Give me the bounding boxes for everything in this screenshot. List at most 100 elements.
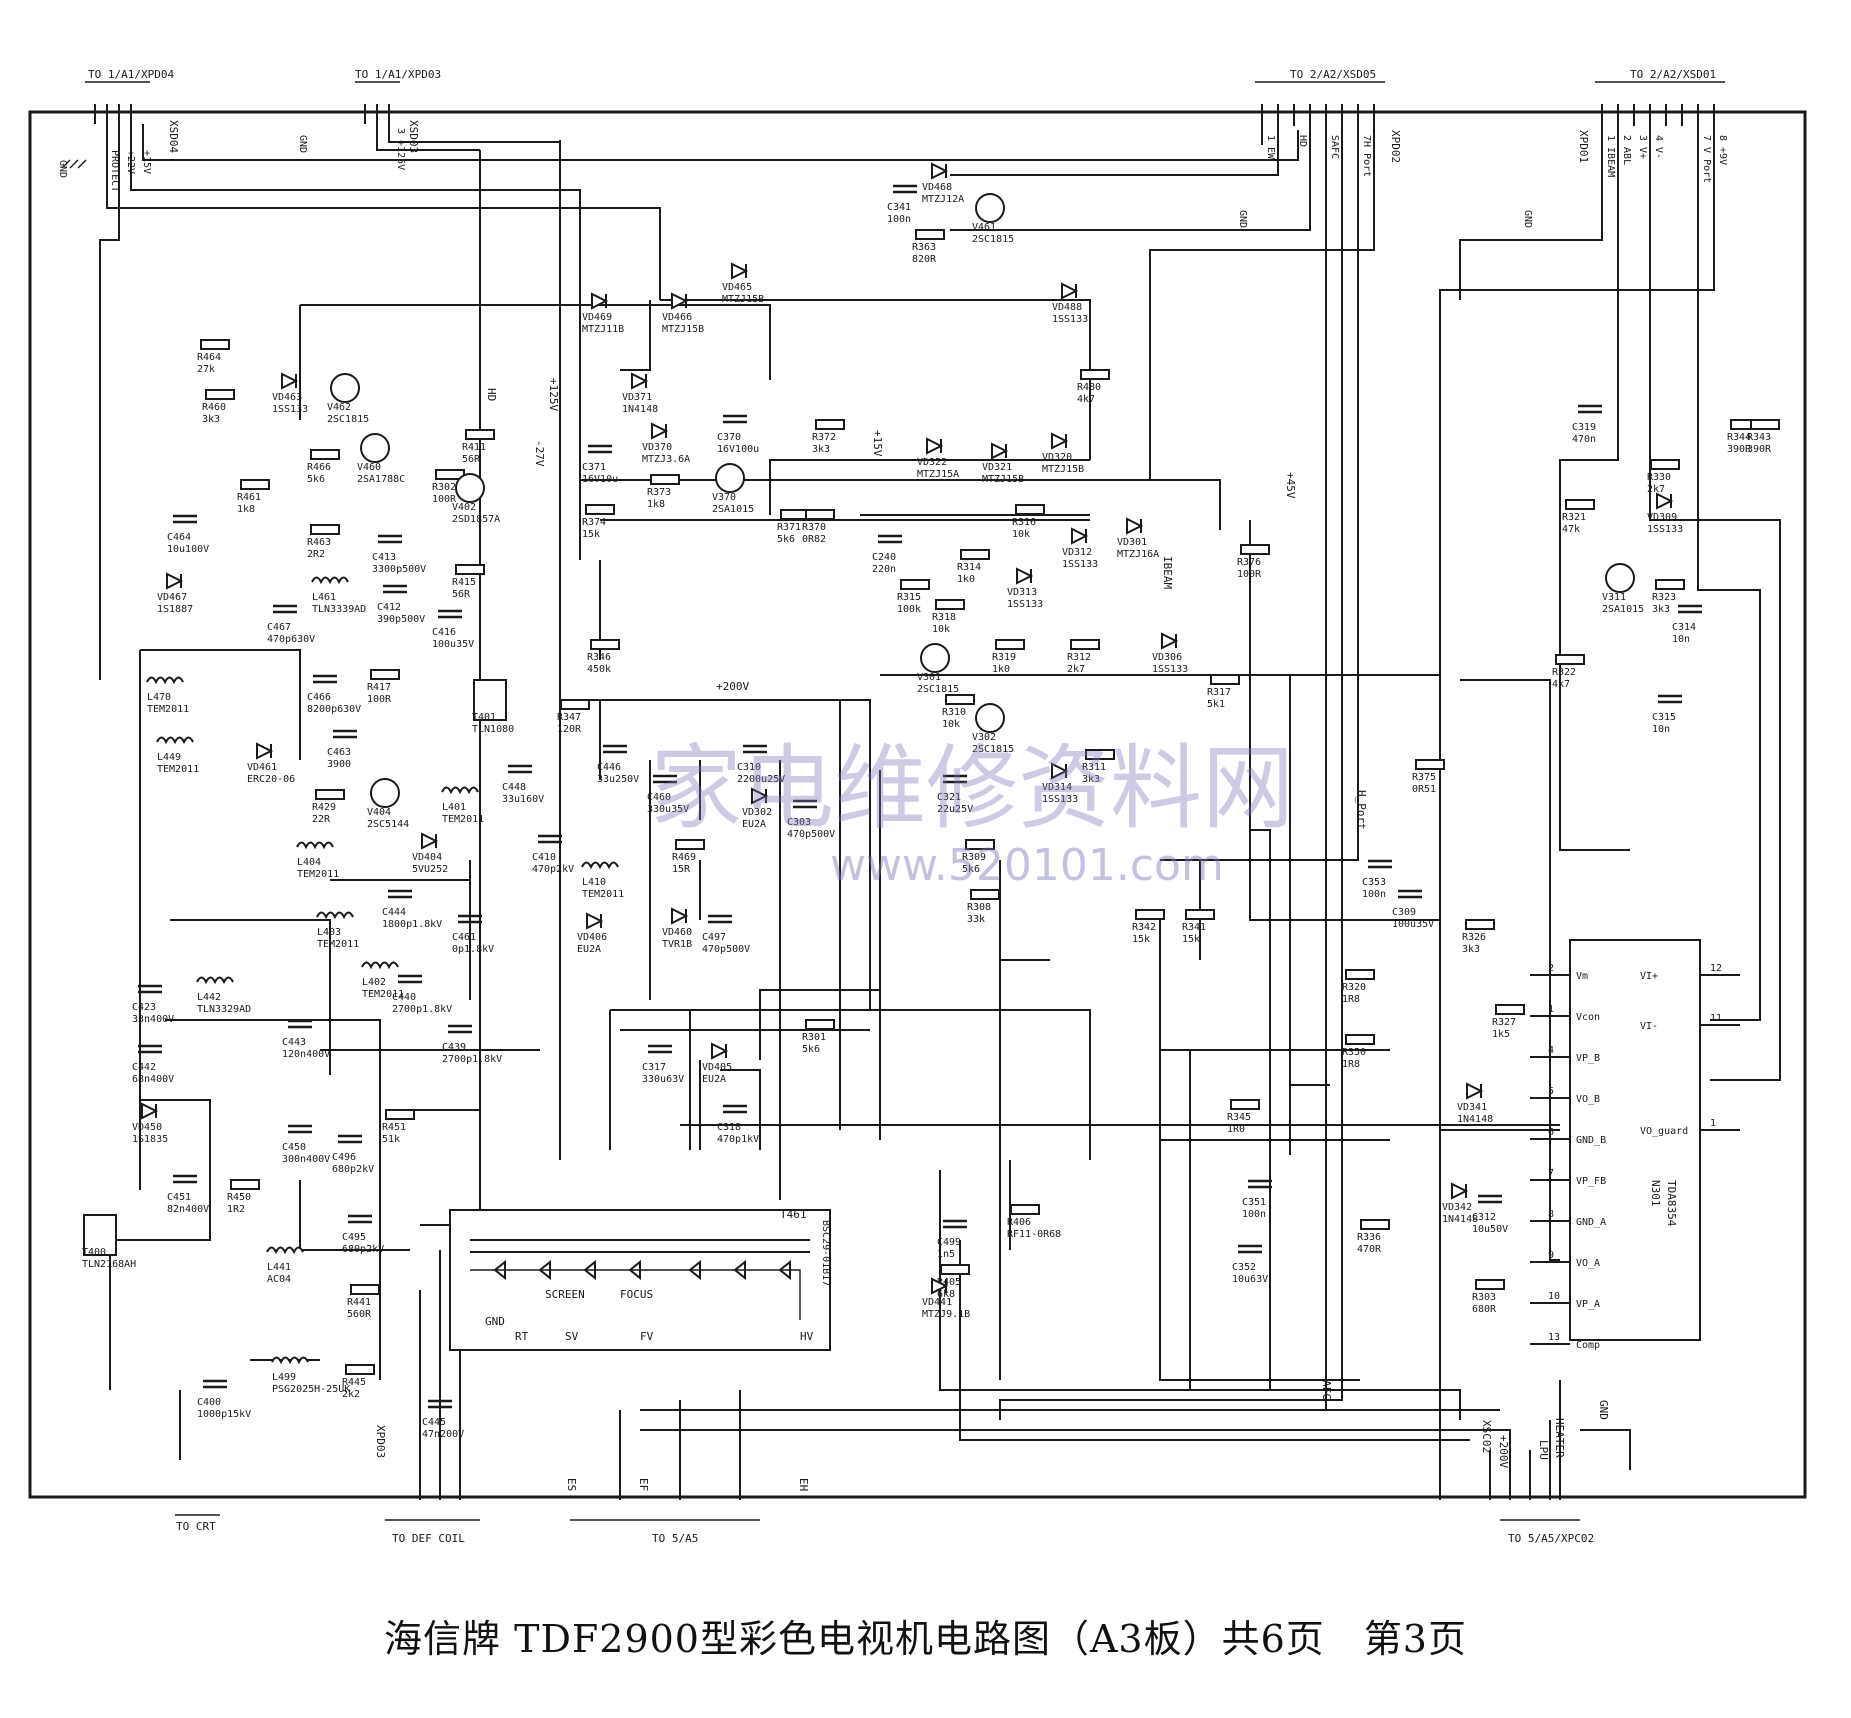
ic-pin-label: VP_FB: [1576, 1176, 1606, 1187]
a5-pin-es: ES: [565, 1478, 578, 1491]
component-ref: R363: [912, 242, 936, 253]
component-value: 15k: [582, 529, 600, 540]
component-value: 3k3: [202, 414, 220, 425]
diode-symbol: [141, 1102, 159, 1120]
resistor-symbol: [900, 579, 930, 590]
ic-pin-number: 1: [1548, 1004, 1554, 1015]
ic-pin-number: 13: [1548, 1332, 1560, 1343]
component-value: 100R: [432, 494, 457, 505]
component-ref: VD465: [722, 282, 752, 293]
component-ref: R346: [587, 652, 611, 663]
component-ref: C448: [502, 782, 526, 793]
component-ref: R345: [1227, 1112, 1251, 1123]
resistor-symbol: [805, 509, 835, 520]
resistor-symbol: [915, 229, 945, 240]
component-value: 16V10u: [582, 474, 618, 485]
resistor-symbol: [590, 639, 620, 650]
resistor-symbol: [585, 504, 615, 515]
resistor-symbol: [650, 474, 680, 485]
component-ref: VD460: [662, 927, 692, 938]
ic-pin-label: GND_A: [1576, 1217, 1606, 1228]
xpd01-pin-ibeam: 1 IBEAM: [1605, 135, 1616, 177]
resistor-symbol: [350, 1284, 380, 1295]
xpd01-target: TO 2/A2/XSD01: [1630, 68, 1716, 81]
component-ref: V402: [452, 502, 476, 513]
component-value: 820R: [912, 254, 937, 265]
diode-symbol: [671, 292, 689, 310]
component-value: 6k8: [937, 1289, 955, 1300]
component-value: 1800p1.8kV: [382, 919, 442, 930]
component-ref: R330: [1647, 472, 1671, 483]
capacitor-symbol: [348, 1214, 372, 1224]
component-value: 390R: [1727, 444, 1752, 455]
component-ref: C400: [197, 1397, 221, 1408]
component-ref: VD322: [917, 457, 947, 468]
component-ref: C442: [132, 1062, 156, 1073]
component-ref: L410: [582, 877, 606, 888]
fbt-focus: FOCUS: [620, 1288, 653, 1301]
component-value: TEM2011: [157, 764, 199, 775]
component-ref: C464: [167, 532, 191, 543]
component-value: 33n400V: [132, 1014, 174, 1025]
capacitor-symbol: [1368, 859, 1392, 869]
capacitor-symbol: [1248, 1179, 1272, 1189]
component-ref: R323: [1652, 592, 1676, 603]
component-ref: T400: [82, 1247, 106, 1258]
component-ref: VD463: [272, 392, 302, 403]
resistor-symbol: [310, 449, 340, 460]
component-value: 33k: [967, 914, 985, 925]
wiring: [99, 124, 1781, 1500]
component-ref: R302: [432, 482, 456, 493]
capacitor-symbol: [398, 974, 422, 984]
inductor-symbol: [146, 676, 184, 685]
component-ref: C439: [442, 1042, 466, 1053]
component-ref: VD406: [577, 932, 607, 943]
component-ref: L442: [197, 992, 221, 1003]
capacitor-symbol: [1238, 1244, 1262, 1254]
xpd03-target: TO DEF COIL: [392, 1532, 465, 1545]
component-value: 100n: [1242, 1209, 1266, 1220]
xpd02-pin-hport: 7H Port: [1361, 135, 1372, 177]
component-ref: L470: [147, 692, 171, 703]
resistor-symbol: [1010, 1204, 1040, 1215]
component-ref: C321: [937, 792, 961, 803]
component-ref: VD341: [1457, 1102, 1487, 1113]
component-ref: R319: [992, 652, 1016, 663]
rail-labels: +125V -27V +200V +45V +15V IBEAM H_Port …: [485, 378, 1368, 1400]
capacitor-symbol: [273, 604, 297, 614]
component-value: 1SS133: [1647, 524, 1683, 535]
component-ref: L449: [157, 752, 181, 763]
component-value: 10u50V: [1472, 1224, 1508, 1235]
xsd03-ref: XSD03: [407, 120, 420, 153]
connector-xsc02: TO 5/A5/XPC02 XSC02 +200V LPU HEATER GND: [1480, 1400, 1610, 1545]
component-ref: C440: [392, 992, 416, 1003]
component-value: MTZJ15B: [722, 294, 764, 305]
resistor-symbol: [1650, 459, 1680, 470]
component-value: 27k: [197, 364, 215, 375]
component-ref: R460: [202, 402, 226, 413]
capacitor-symbol: [743, 744, 767, 754]
xpd02-pin-gnd: GND: [1237, 210, 1248, 228]
component-value: PSG2025H-25UK: [272, 1384, 350, 1395]
resistor-symbol: [310, 524, 340, 535]
capacitor-symbol: [878, 534, 902, 544]
xsc02-pin-200v: +200V: [1497, 1435, 1510, 1468]
